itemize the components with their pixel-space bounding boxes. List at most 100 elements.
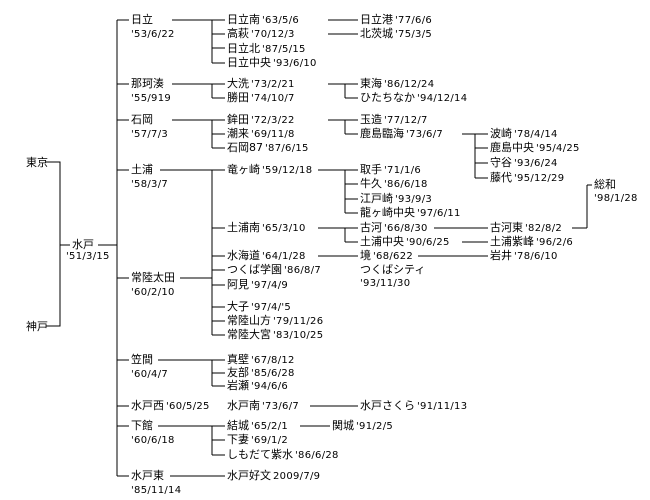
branch-name: 潮来 xyxy=(227,127,249,140)
branch-name: 結城 xyxy=(227,419,249,432)
branch-date: '63/5/6 xyxy=(262,15,300,26)
branch-name: 岩瀬 xyxy=(227,379,249,392)
branch-name: 土浦 xyxy=(131,163,153,176)
branch-name: 鹿島中央 xyxy=(490,141,534,154)
branch-name: 下館 xyxy=(131,419,153,432)
branch-name: 水戸好文 xyxy=(227,469,271,482)
branch-name: 取手 xyxy=(360,163,382,176)
root-node-label: 東京 xyxy=(26,156,48,169)
branch-date: '60/4/7 xyxy=(131,369,169,380)
branch-name: 日立南 xyxy=(227,13,260,26)
branch-name: 笠間 xyxy=(131,353,153,366)
branch-date: '93/11/30 xyxy=(360,278,411,289)
branch-date: '86/12/24 xyxy=(384,79,435,90)
branch-name: 古河 xyxy=(360,221,382,234)
branch-name: 岩井 xyxy=(490,249,512,262)
branch-date: '94/6/6 xyxy=(251,381,289,392)
branch-name: 鉾田 xyxy=(227,113,249,126)
branch-date: '93/9/3 xyxy=(395,194,433,205)
branch-date: '97/4/9 xyxy=(251,280,289,291)
branch-date: '70/12/3 xyxy=(251,29,295,40)
branch-name: 水戸南 xyxy=(227,399,260,412)
branch-date: '87/6/15 xyxy=(265,143,309,154)
branch-name: 水戸西 xyxy=(131,399,164,412)
branch-name: 大子 xyxy=(227,300,249,313)
branch-date: '66/8/30 xyxy=(384,223,428,234)
branch-name: 水戸さくら xyxy=(360,399,415,412)
branch-name: つくばシティ xyxy=(360,263,426,276)
branch-date: 2009/7/9 xyxy=(273,471,321,482)
branch-name: 土浦南 xyxy=(227,221,260,234)
branch-date: '67/8/12 xyxy=(251,355,295,366)
branch-date: '65/2/1 xyxy=(251,421,289,432)
branch-name: 勝田 xyxy=(227,91,249,104)
branch-date: '72/3/22 xyxy=(251,115,295,126)
branch-date: '60/6/18 xyxy=(131,435,175,446)
branch-date: '98/1/28 xyxy=(594,193,638,204)
branch-name: 北茨城 xyxy=(360,27,393,40)
branch-name: 下妻 xyxy=(227,433,249,446)
branch-date: '59/12/18 xyxy=(262,165,313,176)
branch-name: 鹿島臨海 xyxy=(360,127,404,140)
branch-date: '58/3/7 xyxy=(131,179,169,190)
branch-date: '60/2/10 xyxy=(131,287,175,298)
branch-name: 古河東 xyxy=(490,221,523,234)
branch-date: '86/6/28 xyxy=(295,450,339,461)
branch-name: 常陸太田 xyxy=(131,271,175,284)
branch-date: '68/622 xyxy=(373,251,414,262)
branch-name: 関城 xyxy=(332,419,354,432)
branch-name: 東海 xyxy=(360,77,382,90)
root-node-label: 神戸 xyxy=(26,320,48,333)
branch-name: 大洗 xyxy=(227,77,249,90)
branch-date: '83/10/25 xyxy=(273,330,324,341)
branch-name: 真壁 xyxy=(227,353,249,366)
branch-date: '86/6/18 xyxy=(384,179,428,190)
branch-name: 石岡 xyxy=(131,113,153,126)
branch-date: '69/1/2 xyxy=(251,435,289,446)
branch-name: 日立中央 xyxy=(227,56,271,69)
branch-name: 守谷 xyxy=(490,156,512,169)
branch-date: '97/6/11 xyxy=(417,208,461,219)
branch-date: '69/11/8 xyxy=(251,129,295,140)
branch-name: 藤代 xyxy=(490,171,512,184)
branch-date: '77/12/7 xyxy=(384,115,428,126)
branch-name: 玉造 xyxy=(360,113,382,126)
branch-date: '65/3/10 xyxy=(262,223,306,234)
branch-name: 波崎 xyxy=(490,127,512,140)
branch-name: 石岡87 xyxy=(227,141,263,154)
branch-date: '95/12/29 xyxy=(514,173,565,184)
branch-date: '87/5/15 xyxy=(262,44,306,55)
branch-name: 那珂湊 xyxy=(131,77,164,90)
branch-name: 牛久 xyxy=(360,177,382,190)
branch-date: '85/11/14 xyxy=(131,485,182,496)
branch-date: '73/6/7 xyxy=(262,401,300,412)
branch-name: 日立 xyxy=(131,13,153,26)
branch-date: '64/1/28 xyxy=(262,251,306,262)
branch-date: '75/3/5 xyxy=(395,29,433,40)
branch-date: '78/6/10 xyxy=(514,251,558,262)
branch-name: 土浦紫峰 xyxy=(490,235,534,248)
branch-name: 水戸 xyxy=(72,238,94,251)
branch-date: '91/11/13 xyxy=(417,401,468,412)
branch-date: '91/2/5 xyxy=(356,421,394,432)
branch-name: 水戸東 xyxy=(131,469,164,482)
branch-date: '55/919 xyxy=(131,93,172,104)
branch-date: '94/12/14 xyxy=(417,93,468,104)
branch-name: しもだて紫水 xyxy=(227,448,293,461)
branch-date: '95/4/25 xyxy=(536,143,580,154)
branch-name: 水海道 xyxy=(227,249,260,262)
branch-name: ひたちなか xyxy=(360,91,415,104)
branch-name: 境 xyxy=(360,249,371,262)
branch-name: 龍ヶ崎中央 xyxy=(360,206,415,219)
branch-name: 総和 xyxy=(594,178,616,191)
branch-date: '90/6/25 xyxy=(406,237,450,248)
branch-name: 常陸山方 xyxy=(227,314,271,327)
branch-date: '96/2/6 xyxy=(536,237,574,248)
branch-date: '74/10/7 xyxy=(251,93,295,104)
branch-date: '86/8/7 xyxy=(284,265,322,276)
branch-date: '79/11/26 xyxy=(273,316,324,327)
branch-date: '85/6/28 xyxy=(251,368,295,379)
branch-date: '73/2/21 xyxy=(251,79,295,90)
branch-name: 土浦中央 xyxy=(360,235,404,248)
